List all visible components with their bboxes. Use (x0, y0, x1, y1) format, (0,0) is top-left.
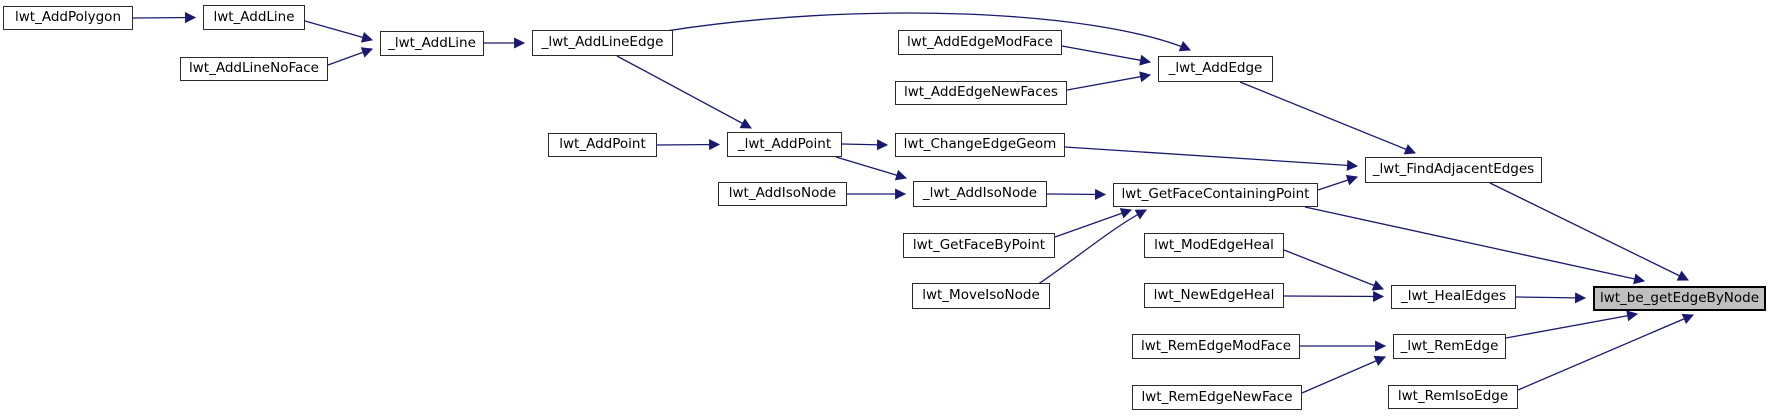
node-lwt_AddPolygon[interactable]: lwt_AddPolygon (3, 6, 133, 30)
edge-_lwt_FindAdjacentEdges-lwt_be_getEdgeByNode (1489, 182, 1689, 281)
node-_lwt_AddEdge[interactable]: _lwt_AddEdge (1158, 56, 1273, 82)
edge-lwt_GetFaceByPoint-lwt_GetFaceContainingPoint (1054, 208, 1133, 238)
edge-lwt_AddEdgeNewFaces-_lwt_AddEdge (1066, 71, 1152, 91)
edge-_lwt_AddEdge-_lwt_FindAdjacentEdges (1239, 81, 1417, 155)
node-lwt_AddPoint[interactable]: lwt_AddPoint (548, 133, 657, 157)
edge-lwt_RemEdgeNewFace-_lwt_RemEdge (1301, 355, 1387, 394)
edge-lwt_AddLine-_lwt_AddLine (304, 20, 374, 43)
edge-_lwt_AddLineEdge-_lwt_AddEdge (665, 12, 1192, 52)
edge-_lwt_AddPoint-_lwt_AddIsoNode (835, 156, 908, 181)
node-_lwt_AddPoint[interactable]: _lwt_AddPoint (727, 132, 842, 157)
node-lwt_MoveIsoNode[interactable]: lwt_MoveIsoNode (912, 283, 1050, 309)
node-lwt_RemIsoEdge[interactable]: lwt_RemIsoEdge (1388, 385, 1518, 409)
edge-lwt_GetFaceContainingPoint-_lwt_FindAdjacentEdges (1317, 174, 1359, 191)
node-_lwt_FindAdjacentEdges[interactable]: _lwt_FindAdjacentEdges (1365, 157, 1542, 183)
edge-lwt_MoveIsoNode-lwt_GetFaceContainingPoint (1036, 209, 1147, 286)
node-lwt_GetFaceContainingPoint[interactable]: lwt_GetFaceContainingPoint (1113, 183, 1318, 207)
node-lwt_GetFaceByPoint[interactable]: lwt_GetFaceByPoint (903, 233, 1055, 258)
edge-_lwt_AddLineEdge-_lwt_AddPoint (616, 55, 752, 129)
edge-_lwt_HealEdges-lwt_be_getEdgeByNode (1515, 292, 1587, 304)
node-_lwt_HealEdges[interactable]: _lwt_HealEdges (1391, 285, 1516, 309)
node-_lwt_AddIsoNode[interactable]: _lwt_AddIsoNode (913, 181, 1047, 207)
node-lwt_RemEdgeModFace[interactable]: lwt_RemEdgeModFace (1132, 334, 1300, 359)
edge-lwt_AddPolygon-lwt_AddLine (132, 12, 197, 24)
node-lwt_AddIsoNode[interactable]: lwt_AddIsoNode (718, 182, 847, 206)
node-_lwt_RemEdge[interactable]: _lwt_RemEdge (1393, 334, 1506, 359)
node-lwt_ModEdgeHeal[interactable]: lwt_ModEdgeHeal (1144, 233, 1284, 258)
edge-lwt_RemIsoEdge-lwt_be_getEdgeByNode (1517, 313, 1695, 391)
edge-lwt_NewEdgeHeal-_lwt_HealEdges (1283, 290, 1385, 302)
edge-_lwt_AddIsoNode-lwt_GetFaceContainingPoint (1046, 188, 1107, 200)
node-lwt_NewEdgeHeal[interactable]: lwt_NewEdgeHeal (1144, 283, 1284, 308)
node-lwt_ChangeEdgeGeom[interactable]: lwt_ChangeEdgeGeom (895, 133, 1065, 157)
edge-lwt_AddLineNoFace-_lwt_AddLine (327, 47, 374, 66)
edge-lwt_AddEdgeModFace-_lwt_AddEdge (1061, 45, 1152, 66)
node-lwt_AddEdgeModFace[interactable]: lwt_AddEdgeModFace (898, 30, 1062, 55)
node-_lwt_AddLineEdge[interactable]: _lwt_AddLineEdge (532, 30, 673, 56)
edge-lwt_AddPoint-_lwt_AddPoint (656, 139, 721, 151)
node-lwt_AddEdgeNewFaces[interactable]: lwt_AddEdgeNewFaces (895, 81, 1067, 105)
edge-_lwt_RemEdge-lwt_be_getEdgeByNode (1505, 310, 1639, 339)
node-lwt_AddLineNoFace[interactable]: lwt_AddLineNoFace (180, 57, 328, 81)
node-lwt_be_getEdgeByNode: lwt_be_getEdgeByNode (1593, 286, 1766, 311)
edge-lwt_ChangeEdgeGeom-_lwt_FindAdjacentEdges (1064, 146, 1359, 171)
node-lwt_AddLine[interactable]: lwt_AddLine (203, 5, 305, 30)
node-lwt_RemEdgeNewFace[interactable]: lwt_RemEdgeNewFace (1132, 385, 1302, 410)
edge-lwt_ModEdgeHeal-_lwt_HealEdges (1283, 249, 1385, 291)
node-_lwt_AddLine[interactable]: _lwt_AddLine (380, 31, 484, 56)
edge-_lwt_AddPoint-lwt_ChangeEdgeGeom (841, 139, 889, 151)
edge-lwt_GetFaceContainingPoint-lwt_be_getEdgeByNode (1304, 206, 1646, 285)
